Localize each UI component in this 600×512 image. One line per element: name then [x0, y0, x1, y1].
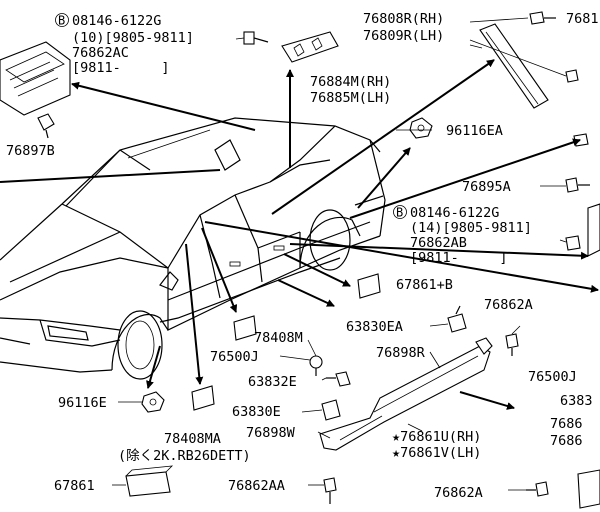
part-76862a-top [505, 333, 519, 356]
leader-arrows [0, 17, 599, 491]
label-08146-6122g-mid: 08146-6122G [410, 205, 499, 221]
part-76895a [565, 177, 590, 193]
label-08146-top-note: (10)[9805-9811] [72, 30, 194, 46]
label-76500j-left: 76500J [210, 349, 259, 365]
part-96116e [141, 391, 165, 413]
label-exclusion-note: (除く2K.RB26DETT) [118, 448, 251, 464]
label-76862aa: 76862AA [228, 478, 285, 494]
label-76898w: 76898W [246, 425, 296, 441]
label-76862ab: 76862AB [410, 235, 467, 251]
part-76808r [479, 23, 549, 109]
part-screw-top-right [529, 11, 589, 147]
part-63832e [326, 371, 351, 387]
label-76862ab-range: [9811- ] [410, 250, 508, 266]
label-63832e: 63832E [248, 374, 297, 390]
car-body [0, 117, 386, 380]
label-76862a-top: 76862A [484, 297, 533, 313]
part-screw-08146-top [243, 31, 269, 45]
part-96116ea [409, 117, 433, 139]
part-76500j-left [309, 355, 323, 376]
part-67861b [357, 273, 381, 299]
callout-circle-top [55, 13, 69, 27]
part-right-bracket [565, 203, 600, 257]
label-76500j-right: 76500J [528, 369, 577, 385]
label-7686-cut-b: 7686 [550, 433, 583, 449]
label-6383-cut: 6383 [560, 393, 593, 409]
label-96116ea: 96116EA [446, 123, 503, 139]
label-76861v: ★76861V(LH) [392, 445, 481, 461]
label-76862ac-range: [9811- ] [72, 60, 170, 76]
part-labels: B B 08146-6122G (10)[9805-9811] 76862AC … [6, 11, 599, 501]
label-08146-6122g-top: 08146-6122G [72, 13, 161, 29]
part-78408ma [191, 385, 215, 411]
label-76862a-bottom: 76862A [434, 485, 483, 501]
part-76862ac [0, 41, 71, 116]
callout-circle-mid [393, 205, 407, 219]
label-63830ea: 63830EA [346, 319, 403, 335]
label-7686-cut-a: 7686 [550, 416, 583, 432]
part-63830e [321, 399, 341, 421]
label-76884m: 76884M(RH) [310, 74, 391, 90]
label-08146-mid-note: (14)[9805-9811] [410, 220, 532, 236]
label-63830e: 63830E [232, 404, 281, 420]
part-76862a-bottom [526, 469, 600, 509]
callout-b-top: B [58, 14, 65, 28]
label-76897b: 76897B [6, 143, 55, 159]
label-78408ma: 78408MA [164, 431, 221, 447]
label-67861: 67861 [54, 478, 95, 494]
label-76898r: 76898R [376, 345, 426, 361]
part-78408m [233, 315, 257, 341]
callout-b-mid: B [396, 206, 403, 220]
part-side-sill-molding [319, 337, 493, 451]
label-67861b: 67861+B [396, 277, 453, 293]
label-76895a: 76895A [462, 179, 511, 195]
label-76808r: 76808R(RH) [363, 11, 444, 27]
label-76862ac: 76862AC [72, 45, 129, 61]
label-76809r: 76809R(LH) [363, 28, 444, 44]
part-76862aa [323, 477, 337, 504]
part-63830ea [447, 305, 467, 333]
label-96116e: 96116E [58, 395, 107, 411]
part-76884m [281, 31, 339, 63]
label-78408m: 78408M [254, 330, 303, 346]
part-76897b [37, 113, 55, 139]
label-76885m: 76885M(LH) [310, 90, 391, 106]
part-67861 [125, 465, 174, 497]
label-7681-cut: 7681 [566, 11, 599, 27]
label-76861u: ★76861U(RH) [392, 429, 481, 445]
